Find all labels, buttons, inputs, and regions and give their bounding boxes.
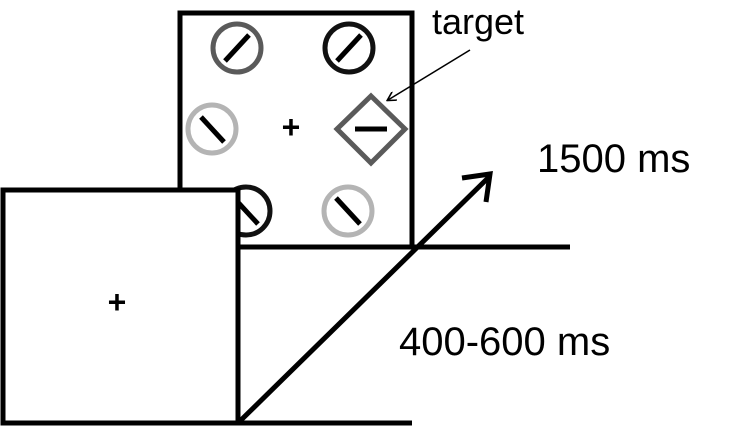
search-item-1 (210, 21, 264, 75)
target-item (333, 92, 409, 167)
search-item-6 (321, 184, 375, 238)
search-item-3 (185, 102, 239, 156)
fixation-display-box (0, 187, 241, 426)
target-label: target (432, 1, 524, 42)
search-fixation-cross: + (282, 109, 301, 145)
search-duration-label: 1500 ms (537, 137, 690, 181)
fixation-duration-label: 400-600 ms (399, 320, 610, 364)
time-axis-arrow (236, 174, 492, 425)
target-pointer-arrow (388, 49, 471, 100)
fixation-cross: + (108, 284, 127, 320)
fixation-display-frame: + (0, 187, 412, 426)
search-item-2 (322, 21, 376, 75)
time-axis-arrowhead (461, 171, 493, 203)
search-display-frame: + (177, 10, 570, 250)
